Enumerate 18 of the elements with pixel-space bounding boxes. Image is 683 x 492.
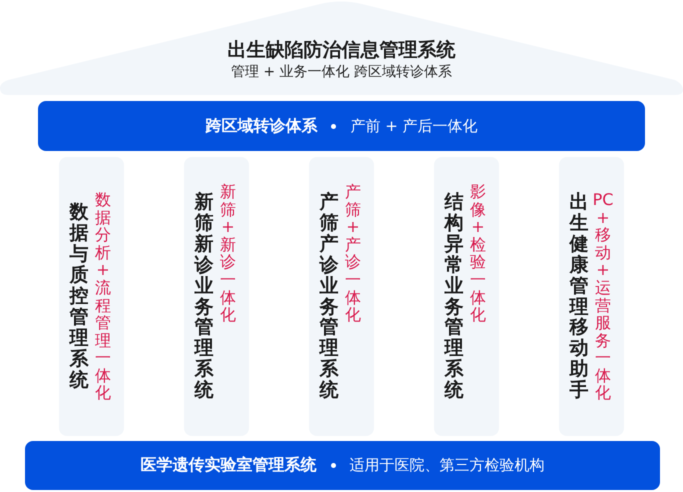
- pillar-subtitle: PC+移动+运营服务一体化: [592, 190, 614, 402]
- banner-subtitle: 适用于医院、第三方检验机构: [350, 456, 544, 475]
- banner-title: 医学遗传实验室管理系统: [140, 455, 316, 476]
- banner-subtitle: 产前 + 产后一体化: [350, 116, 478, 136]
- pillar-title: 出生健康管理移动助手: [570, 192, 589, 401]
- pillar-subtitle: 影像+检验一体化: [468, 183, 487, 324]
- pillar-title: 新筛新诊业务管理系统: [194, 192, 214, 401]
- pillar-subtitle: 新筛+新诊一体化: [218, 183, 237, 324]
- pillar-title: 数据与质控管理系统: [70, 202, 89, 390]
- system-title: 出生缺陷防治信息管理系统: [228, 38, 456, 62]
- pillar-subtitle: 产筛+产诊一体化: [344, 183, 362, 324]
- banner-bar: [25, 441, 660, 490]
- pillar-title: 产筛产诊业务管理系统: [320, 192, 339, 401]
- system-subtitle: 管理 + 业务一体化 跨区域转诊体系: [230, 63, 452, 82]
- banner-title: 跨区域转诊体系: [205, 116, 318, 136]
- pillar-title: 结构异常业务管理系统: [444, 192, 464, 401]
- banner-bar: [38, 101, 645, 151]
- pillar-subtitle: 数据分析+流程管理一体化: [94, 190, 112, 402]
